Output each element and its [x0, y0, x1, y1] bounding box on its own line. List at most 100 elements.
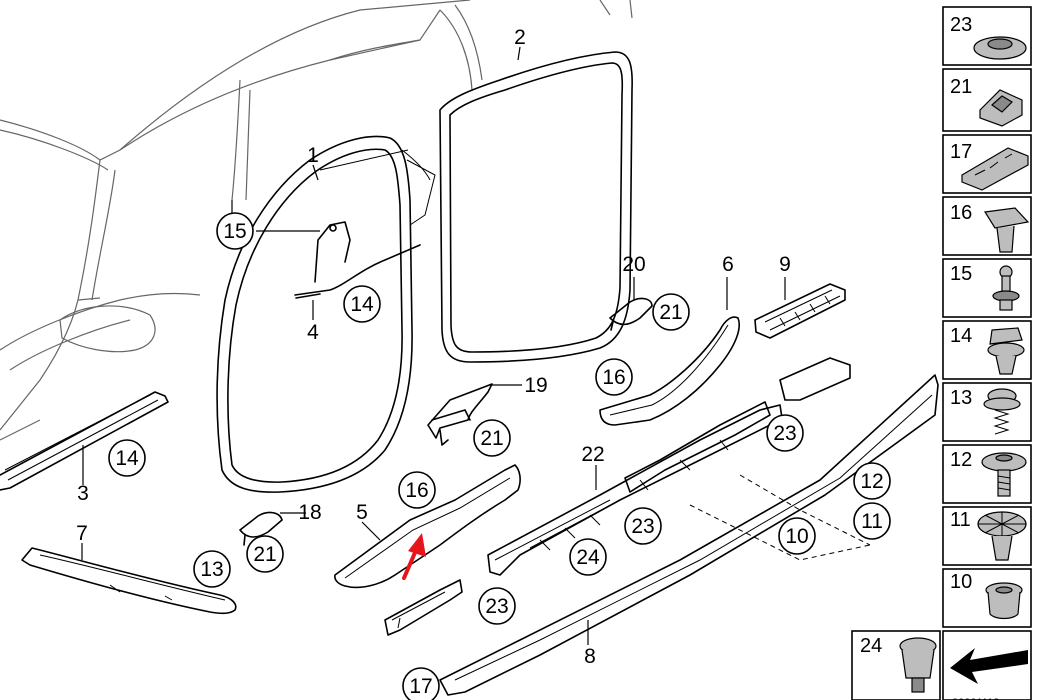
circled-label-16-front: 16	[398, 471, 436, 509]
figure-code: 00001118	[952, 697, 999, 700]
label-19: 19	[524, 374, 547, 397]
part-2-rear-door-seal	[439, 51, 633, 363]
svg-text:12: 12	[860, 470, 883, 493]
svg-text:15: 15	[950, 263, 972, 285]
circled-label-15: 15	[216, 212, 254, 250]
circled-label-23-right: 23	[766, 414, 804, 452]
legend-item-12: 12	[942, 444, 1032, 504]
svg-text:23: 23	[631, 515, 654, 538]
circled-label-21-center: 21	[473, 419, 511, 457]
circled-label-12: 12	[853, 462, 891, 500]
push-clip-icon	[983, 207, 1030, 253]
car-body-outline	[0, 0, 633, 441]
label-20: 20	[622, 253, 645, 276]
svg-text:16: 16	[950, 202, 972, 224]
label-4: 4	[307, 321, 319, 344]
svg-text:23: 23	[773, 422, 796, 445]
part-1-front-door-seal	[216, 135, 436, 493]
part-7-lower-strip	[21, 547, 237, 615]
part-23-lower-bracket	[384, 579, 463, 636]
label-3: 3	[77, 482, 89, 505]
bolt-icon	[981, 452, 1027, 497]
expansion-clip-icon	[987, 327, 1025, 375]
svg-text:21: 21	[480, 427, 503, 450]
part-19-bracket	[427, 383, 493, 446]
legend-item-11: 11	[942, 506, 1032, 566]
circled-label-13: 13	[193, 550, 231, 588]
circled-label-21-left: 21	[246, 535, 284, 573]
label-2: 2	[514, 26, 526, 49]
svg-text:24: 24	[576, 546, 600, 569]
legend-item-13: 13	[942, 382, 1032, 442]
svg-text:14: 14	[950, 325, 972, 347]
legend-item-21: 21	[942, 68, 1032, 132]
circled-label-14-upper: 14	[343, 285, 381, 323]
part-20-clip	[609, 297, 653, 331]
part-8-side-skirt	[439, 374, 939, 696]
svg-text:14: 14	[115, 447, 139, 470]
plug-icon	[985, 582, 1023, 620]
screw-clip-icon	[983, 388, 1021, 435]
legend-item-17: 17	[942, 134, 1032, 194]
label-9: 9	[779, 253, 791, 276]
label-8: 8	[584, 645, 596, 668]
circled-label-11: 11	[853, 502, 891, 540]
label-5: 5	[356, 501, 368, 524]
legend-item-10: 10	[942, 568, 1032, 628]
rivet-icon	[992, 265, 1020, 311]
svg-text:11: 11	[861, 510, 883, 533]
clip-strip-icon	[961, 147, 1029, 191]
clip-24-icon	[899, 637, 937, 693]
circled-label-23-center: 23	[624, 507, 662, 545]
legend-item-24: 24	[851, 630, 941, 700]
legend-item-14: 14	[942, 320, 1032, 380]
svg-text:23: 23	[485, 595, 508, 618]
circled-label-17: 17	[402, 667, 440, 700]
circled-label-21-right: 21	[652, 293, 690, 331]
direction-arrow-icon	[950, 648, 1028, 684]
svg-text:21: 21	[253, 543, 276, 566]
part-3-sill-strip	[0, 391, 169, 491]
svg-text:13: 13	[950, 387, 972, 409]
grommet-icon	[973, 36, 1027, 60]
svg-text:17: 17	[950, 141, 972, 163]
part-4-bracket	[294, 221, 421, 299]
legend-item-15: 15	[942, 258, 1032, 318]
svg-text:17: 17	[409, 675, 432, 698]
legend-item-16: 16	[942, 196, 1032, 256]
red-arrow	[402, 533, 426, 580]
part-9-clip-strip	[754, 283, 846, 339]
legend-arrow-cell	[942, 630, 1032, 700]
svg-text:13: 13	[200, 558, 223, 581]
circled-label-14-lower: 14	[108, 439, 146, 477]
circled-label-24: 24	[569, 538, 607, 576]
svg-text:11: 11	[950, 509, 971, 531]
leader-lines	[81, 46, 786, 645]
svg-text:21: 21	[659, 301, 682, 324]
label-22: 22	[581, 443, 604, 466]
svg-text:24: 24	[860, 635, 882, 657]
clip-nut-icon	[979, 89, 1023, 127]
legend-panel: 23 21 17 16	[851, 6, 1032, 700]
svg-text:16: 16	[602, 366, 625, 389]
svg-text:16: 16	[405, 479, 428, 502]
svg-text:14: 14	[350, 293, 374, 316]
label-6: 6	[722, 253, 734, 276]
circled-label-23-left: 23	[478, 587, 516, 625]
svg-text:10: 10	[785, 525, 808, 548]
star-clip-icon	[977, 511, 1027, 561]
part-5-front-sill-plate	[334, 464, 521, 589]
svg-text:23: 23	[950, 14, 972, 36]
svg-text:12: 12	[950, 449, 972, 471]
legend-item-23: 23	[942, 6, 1032, 66]
part-6-rear-sill-plate	[599, 316, 740, 426]
svg-text:10: 10	[950, 571, 972, 593]
circled-label-10: 10	[778, 517, 816, 555]
part-18-clip	[239, 511, 283, 546]
label-1: 1	[307, 144, 319, 167]
svg-text:21: 21	[950, 76, 972, 98]
label-7: 7	[76, 522, 88, 545]
circled-label-16-rear: 16	[595, 358, 633, 396]
svg-text:15: 15	[223, 220, 246, 243]
